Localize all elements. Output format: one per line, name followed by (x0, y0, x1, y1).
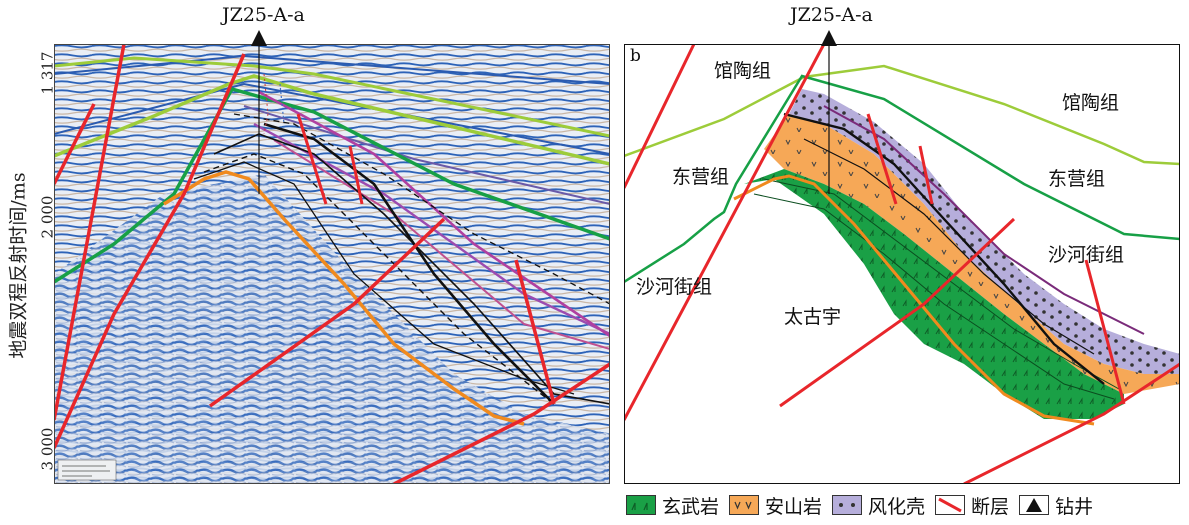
andesite-swatch-icon (729, 495, 760, 515)
basalt-swatch-icon (626, 495, 656, 515)
panel-b-letter: b (630, 46, 641, 66)
legend-andesite-label: 安山岩 (765, 495, 823, 518)
legend: 玄武岩 安山岩 风化壳 断层 钻井 (626, 491, 1103, 519)
geologic-interpretation-panel (624, 44, 1180, 484)
label-guantao-right: 馆陶组 (1062, 92, 1120, 114)
drilling-well-swatch-icon (1019, 495, 1050, 515)
label-shahejie-left: 沙河街组 (636, 276, 713, 298)
legend-weathering-crust-label: 风化壳 (868, 495, 926, 518)
label-taiguyu: 太古宇 (784, 306, 842, 328)
legend-basalt-label: 玄武岩 (662, 495, 720, 518)
y-axis-label: 地震双程反射时间/ms (7, 171, 30, 359)
fault-swatch-icon (935, 495, 966, 515)
label-dongying-left: 东营组 (672, 166, 730, 188)
weathering-crust-swatch-icon (832, 495, 863, 515)
seismic-section-panel (54, 44, 610, 484)
legend-weathering-crust: 风化壳 (832, 492, 925, 519)
legend-fault: 断层 (935, 492, 1009, 519)
legend-andesite: 安山岩 (729, 492, 822, 519)
drilling-well-marker-left (251, 30, 267, 46)
well-name-right: JZ25-A-a (790, 4, 873, 26)
label-guantao-left: 馆陶组 (714, 60, 772, 82)
legend-drilling-well: 钻井 (1019, 492, 1093, 519)
label-shahejie-right: 沙河街组 (1048, 244, 1125, 266)
well-name-left: JZ25-A-a (222, 4, 305, 26)
drilling-well-marker-right (821, 30, 837, 46)
legend-drilling-well-label: 钻井 (1055, 495, 1094, 518)
label-dongying-right: 东营组 (1048, 168, 1106, 190)
legend-basalt: 玄武岩 (626, 492, 719, 519)
legend-fault-label: 断层 (971, 495, 1010, 518)
